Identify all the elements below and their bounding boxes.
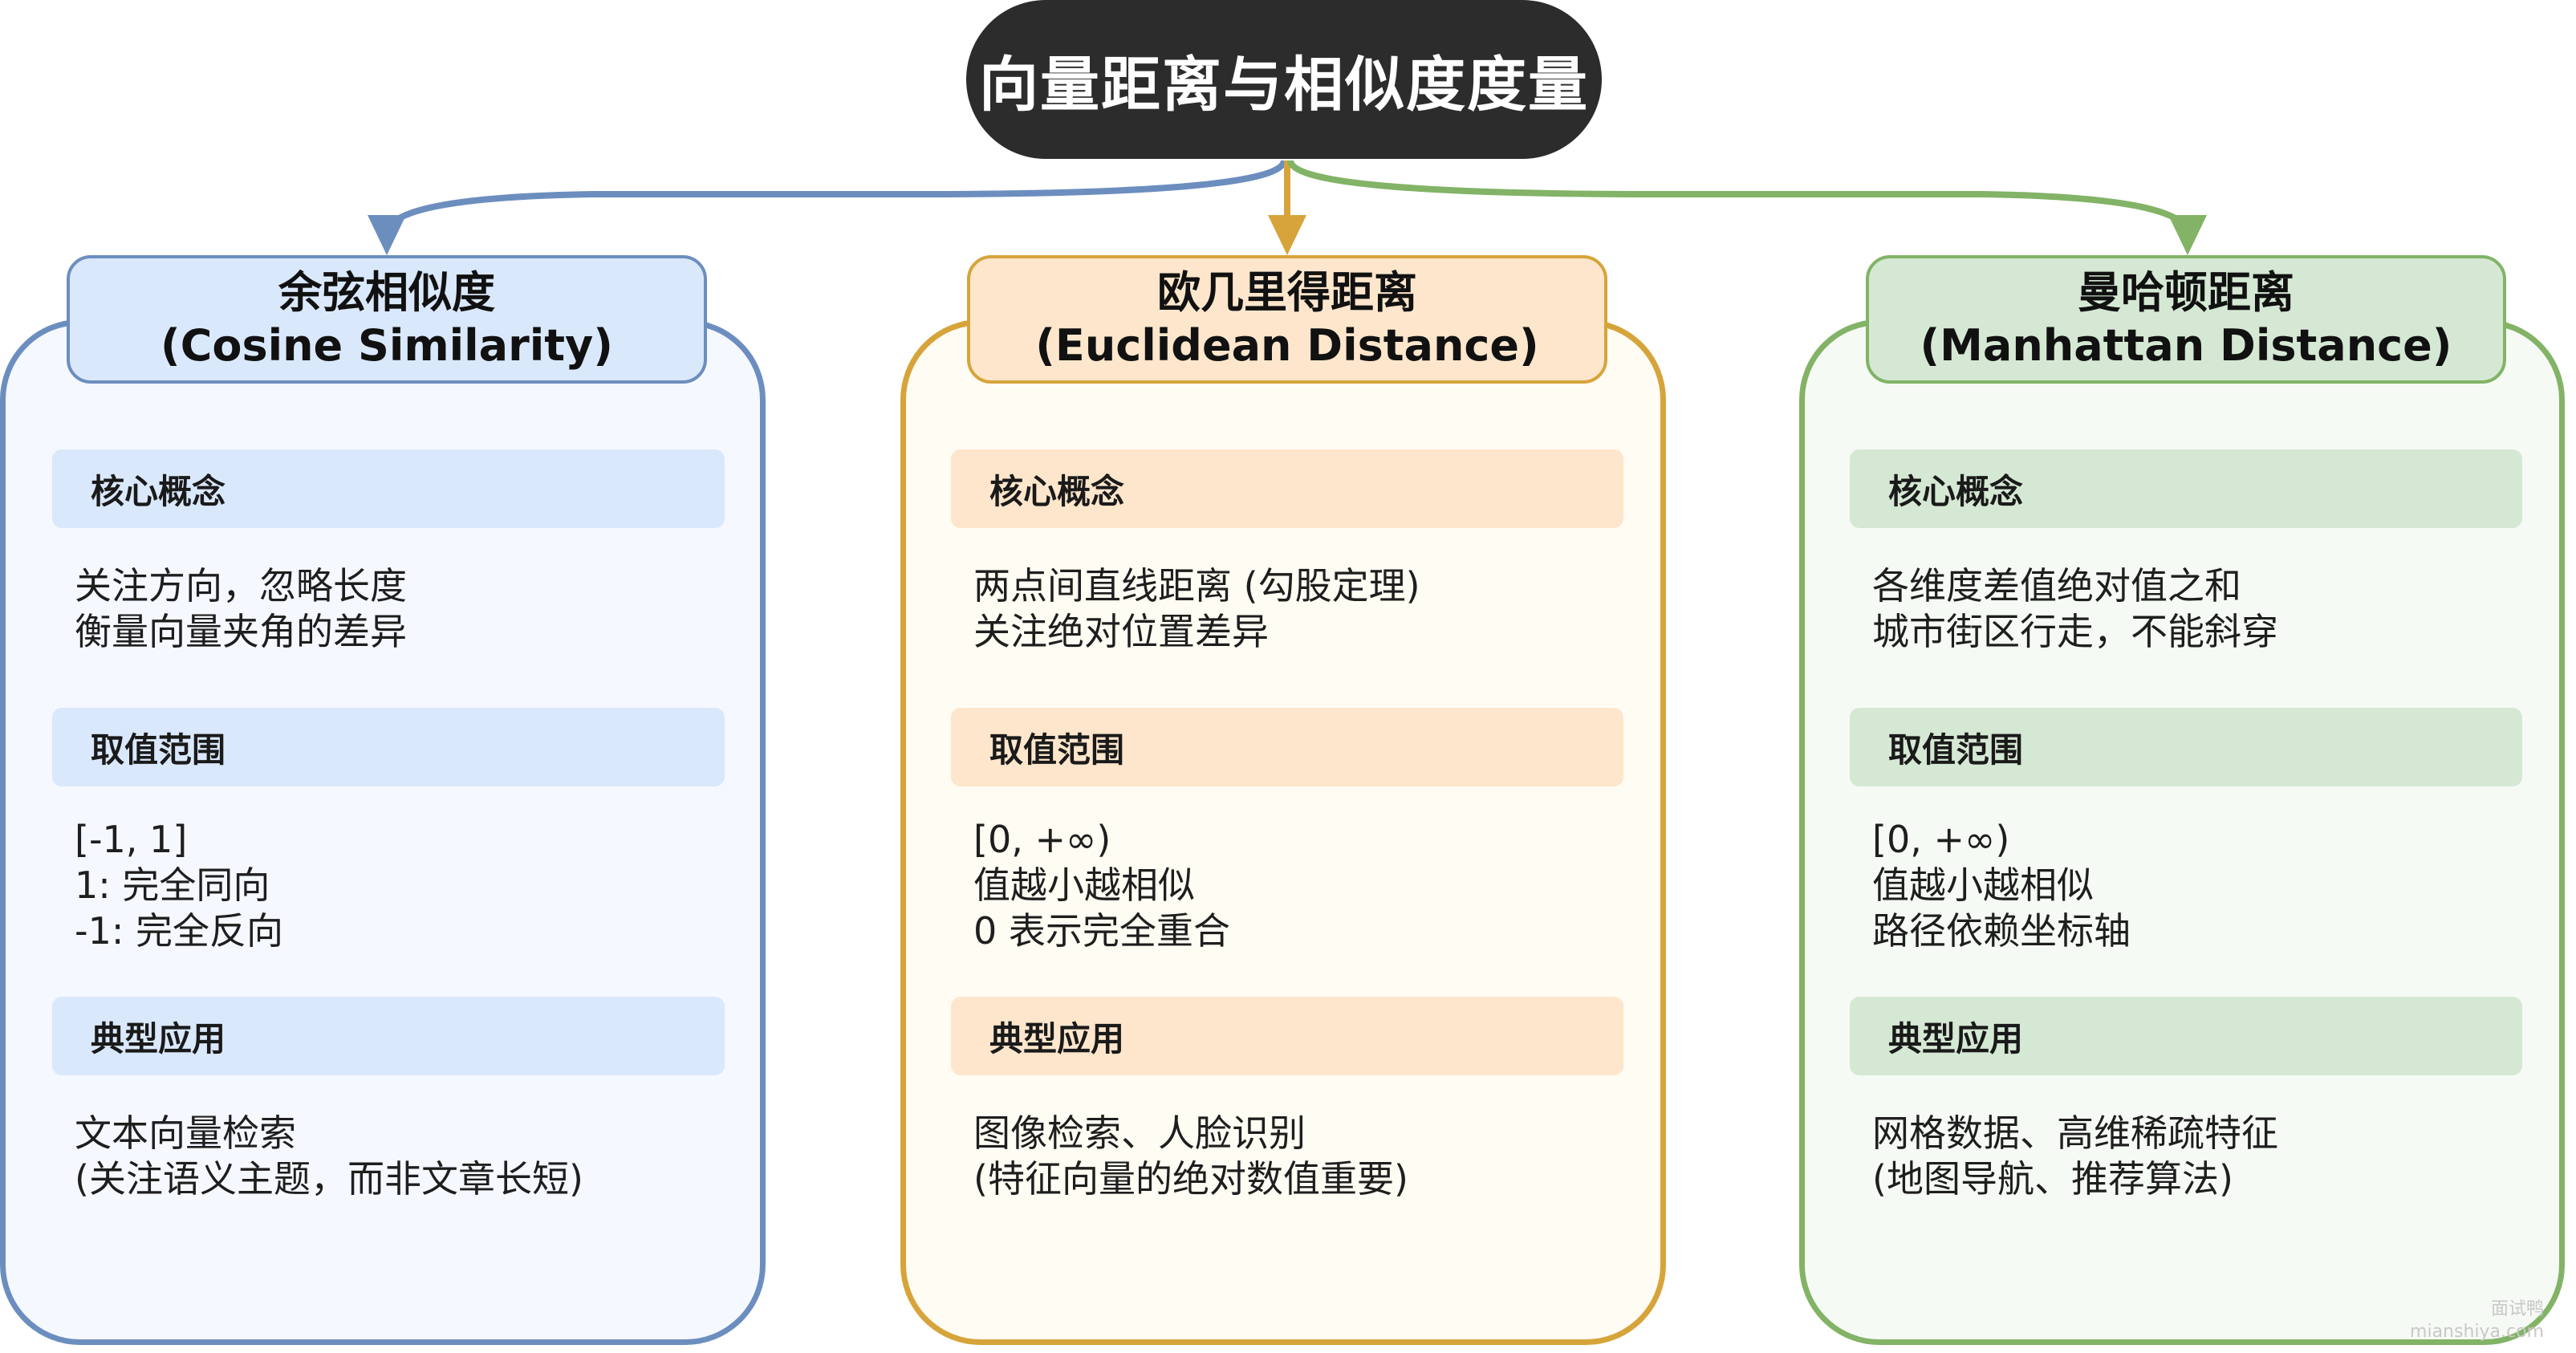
text-line: 图像检索、人脸识别 xyxy=(973,1111,1306,1155)
text-line: 衡量向量夹角的差异 xyxy=(75,610,407,653)
arrowhead-manhattan xyxy=(2168,215,2207,255)
section-label-manhattan-range: 取值范围 xyxy=(1850,708,2522,786)
header-manhattan: 曼哈顿距离 (Manhattan Distance) xyxy=(1866,255,2506,384)
arrow-to-manhattan xyxy=(1287,160,2191,235)
text-line: (特征向量的绝对数值重要) xyxy=(973,1157,1408,1201)
arrowhead-euclidean xyxy=(1268,215,1306,255)
text-line: 值越小越相似 xyxy=(973,863,1195,907)
watermark: 面试鸭 mianshiya.com xyxy=(2410,1298,2544,1343)
body-manhattan-range: [0, +∞) 值越小越相似 路径依赖坐标轴 xyxy=(1872,817,2546,954)
text-line: 城市街区行走，不能斜穿 xyxy=(1872,610,2278,653)
text-line: 关注绝对位置差异 xyxy=(973,610,1269,653)
section-label-cosine-range: 取值范围 xyxy=(52,708,725,786)
text-line: [0, +∞) xyxy=(973,818,1111,861)
body-euclidean-range: [0, +∞) 值越小越相似 0 表示完全重合 xyxy=(973,817,1648,954)
body-cosine-range: [-1, 1] 1: 完全同向 -1: 完全反向 xyxy=(75,817,749,954)
text-line: -1: 完全反向 xyxy=(75,909,283,953)
root-title: 向量距离与相似度度量 xyxy=(966,0,1602,159)
body-euclidean-use: 图像检索、人脸识别 (特征向量的绝对数值重要) xyxy=(973,1111,1648,1202)
text-line: 关注方向，忽略长度 xyxy=(75,564,407,607)
body-cosine-concept: 关注方向，忽略长度 衡量向量夹角的差异 xyxy=(75,563,749,655)
header-euclidean-cn: 欧几里得距离 xyxy=(1157,267,1417,319)
text-line: [0, +∞) xyxy=(1872,818,2010,861)
text-line: 网格数据、高维稀疏特征 xyxy=(1872,1111,2278,1155)
text-line: [-1, 1] xyxy=(75,818,188,861)
text-line: 各维度差值绝对值之和 xyxy=(1872,564,2241,607)
header-euclidean: 欧几里得距离 (Euclidean Distance) xyxy=(967,255,1607,384)
body-euclidean-concept: 两点间直线距离 (勾股定理) 关注绝对位置差异 xyxy=(973,563,1648,655)
text-line: 路径依赖坐标轴 xyxy=(1872,909,2131,953)
text-line: 1: 完全同向 xyxy=(75,863,270,907)
section-label-cosine-use: 典型应用 xyxy=(52,997,725,1075)
arrow-to-cosine xyxy=(384,160,1287,235)
body-manhattan-use: 网格数据、高维稀疏特征 (地图导航、推荐算法) xyxy=(1872,1111,2546,1202)
section-label-manhattan-concept: 核心概念 xyxy=(1850,449,2522,528)
section-label-euclidean-range: 取值范围 xyxy=(951,708,1623,786)
arrowhead-cosine xyxy=(368,215,406,255)
section-label-manhattan-use: 典型应用 xyxy=(1850,997,2522,1075)
text-line: 值越小越相似 xyxy=(1872,863,2094,907)
section-label-euclidean-use: 典型应用 xyxy=(951,997,1623,1075)
text-line: 0 表示完全重合 xyxy=(973,909,1230,953)
text-line: 文本向量检索 xyxy=(75,1111,296,1155)
header-cosine-cn: 余弦相似度 xyxy=(278,267,495,319)
text-line: (关注语义主题，而非文章长短) xyxy=(75,1157,583,1201)
header-euclidean-en: (Euclidean Distance) xyxy=(1035,320,1539,371)
section-label-cosine-concept: 核心概念 xyxy=(52,449,725,528)
section-label-euclidean-concept: 核心概念 xyxy=(951,449,1623,528)
text-line: 两点间直线距离 (勾股定理) xyxy=(973,564,1420,607)
watermark-cn: 面试鸭 xyxy=(2490,1299,2544,1319)
body-manhattan-concept: 各维度差值绝对值之和 城市街区行走，不能斜穿 xyxy=(1872,563,2546,655)
header-cosine: 余弦相似度 (Cosine Similarity) xyxy=(67,255,707,384)
watermark-url: mianshiya.com xyxy=(2410,1322,2544,1342)
header-manhattan-en: (Manhattan Distance) xyxy=(1920,320,2452,371)
body-cosine-use: 文本向量检索 (关注语义主题，而非文章长短) xyxy=(75,1111,749,1202)
header-manhattan-cn: 曼哈顿距离 xyxy=(2078,267,2294,319)
header-cosine-en: (Cosine Similarity) xyxy=(160,320,613,371)
text-line: (地图导航、推荐算法) xyxy=(1872,1157,2233,1201)
